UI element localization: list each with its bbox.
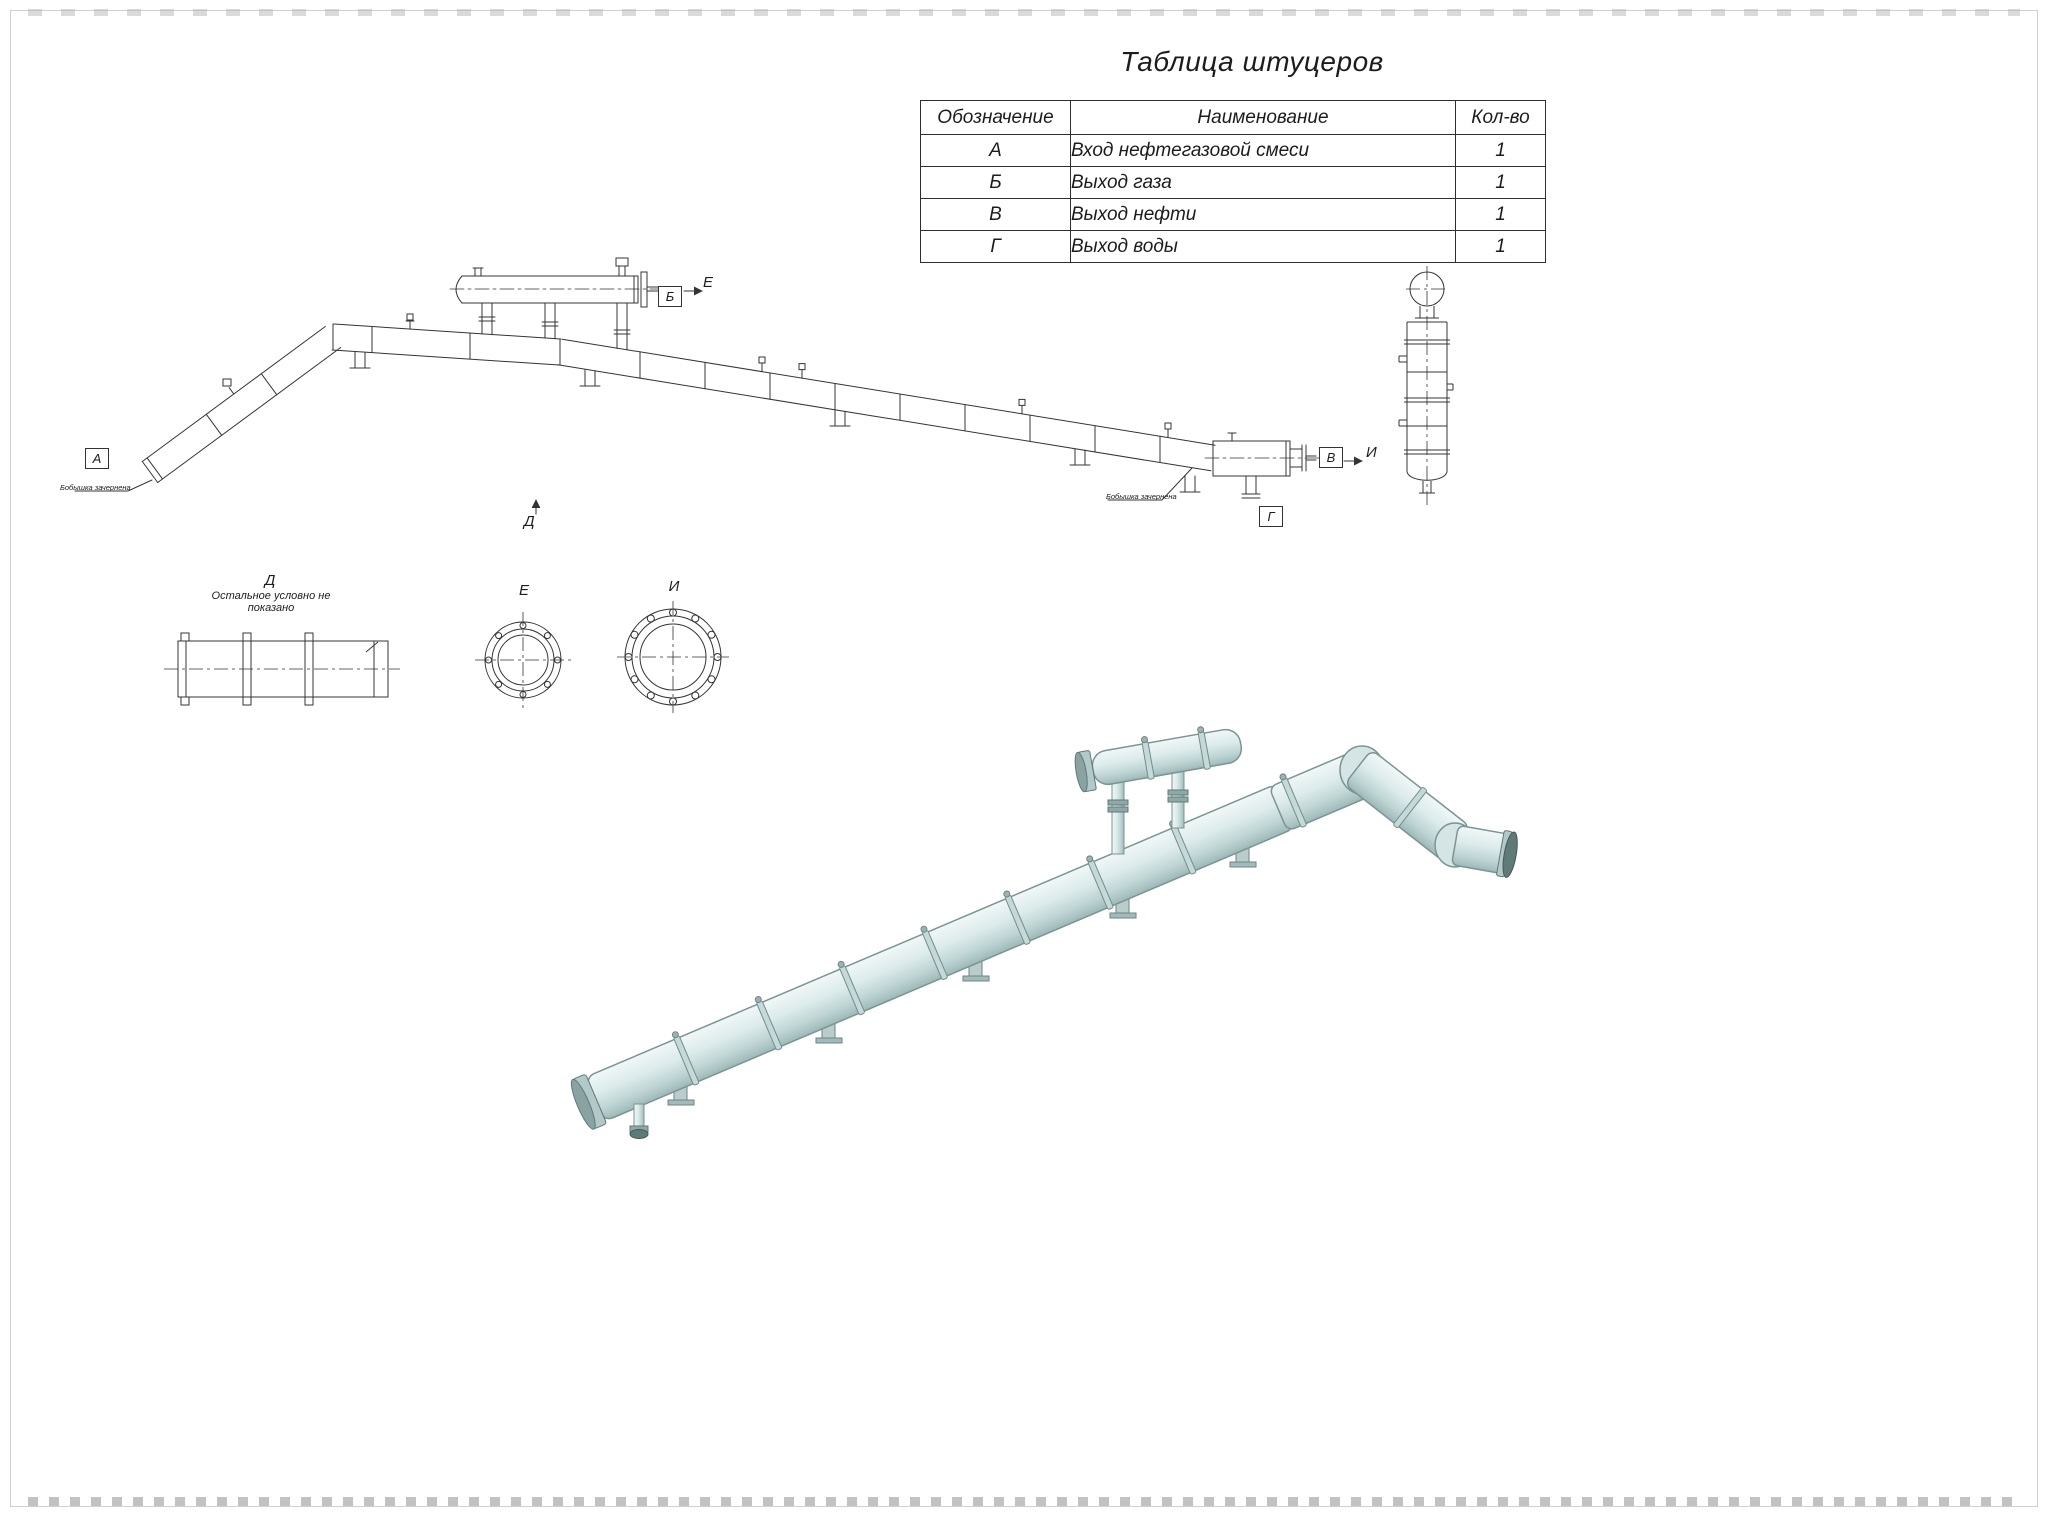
view-d-title: Д — [264, 572, 276, 589]
table-row: Г Выход воды 1 — [920, 230, 1546, 263]
leader-boss-right — [1107, 467, 1193, 501]
marker-b: Б — [658, 286, 682, 307]
render-supports — [667, 845, 1257, 1106]
cell-qty: 1 — [1455, 134, 1546, 167]
table-header-row: Обозначение Наименование Кол-во — [920, 100, 1546, 135]
render-drain-nozzle — [629, 1103, 649, 1139]
cell-qty: 1 — [1455, 230, 1546, 263]
pipe-supports — [349, 351, 1201, 493]
cell-designation: Г — [920, 230, 1071, 263]
cell-name: Выход воды — [1070, 230, 1456, 263]
flange-view-e — [475, 612, 571, 708]
marker-v: В — [1319, 447, 1343, 468]
cell-name: Выход газа — [1070, 166, 1456, 199]
elevation-view — [74, 257, 1363, 515]
render-descending-pipe — [1346, 752, 1468, 859]
scan-artifact-top — [28, 9, 2020, 16]
col-header-designation: Обозначение — [920, 100, 1071, 135]
view-letter-i: И — [1366, 444, 1377, 461]
render-gas-boot — [1074, 726, 1243, 793]
cell-designation: А — [920, 134, 1071, 167]
outlet-end — [1204, 432, 1321, 499]
view-letter-d: Д — [524, 513, 535, 530]
table-row: А Вход нефтегазовой смеси 1 — [920, 134, 1546, 167]
page-title: Таблица штуцеров — [1120, 46, 1384, 77]
cell-qty: 1 — [1455, 166, 1546, 199]
marker-g: Г — [1259, 506, 1283, 527]
view-e-title: Е — [518, 582, 529, 599]
render-3d — [570, 726, 1518, 1139]
cell-name: Выход нефти — [1070, 198, 1456, 231]
render-risers — [1107, 769, 1189, 855]
col-header-qty: Кол-во — [1455, 100, 1546, 135]
view-d-note: Остальное условно не показано — [195, 590, 347, 614]
view-i-title: И — [668, 578, 680, 595]
cell-name: Вход нефтегазовой смеси — [1070, 134, 1456, 167]
col-header-name: Наименование — [1070, 100, 1456, 135]
section-view-d — [164, 632, 400, 706]
render-outlet-stub — [1451, 825, 1518, 878]
view-d-note-line2: показано — [247, 602, 295, 614]
view-d-note-line1: Остальное условно не — [211, 590, 331, 602]
gas-boot-vessel — [449, 257, 663, 351]
table-row: В Выход нефти 1 — [920, 198, 1546, 231]
callout-boss-left: Бобышка зачернена — [60, 483, 131, 492]
cell-qty: 1 — [1455, 198, 1546, 231]
marker-a: А — [85, 448, 109, 469]
callout-boss-right: Бобышка зачернена — [1106, 492, 1177, 501]
cell-designation: Б — [920, 166, 1071, 199]
flange-view-i — [617, 601, 729, 713]
table-row: Б Выход газа 1 — [920, 166, 1546, 199]
view-letter-e: Е — [703, 274, 714, 291]
cell-designation: В — [920, 198, 1071, 231]
render-main-pipe — [570, 786, 1294, 1130]
end-view — [1398, 266, 1454, 505]
scan-artifact-bottom — [28, 1497, 2020, 1506]
nozzle-table: Обозначение Наименование Кол-во А Вход н… — [920, 100, 1546, 263]
leader-boss-left — [74, 479, 153, 492]
